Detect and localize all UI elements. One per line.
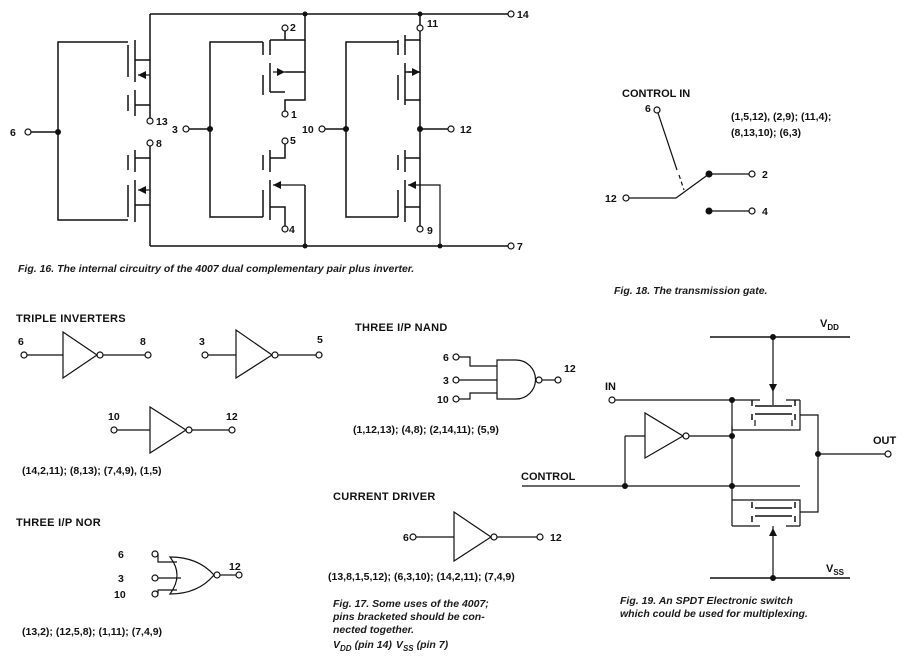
fig18-pin-6-label: 6 <box>645 103 651 115</box>
nand-in3-label: 10 <box>437 394 449 406</box>
fig18-pin-2-label: 2 <box>762 169 768 181</box>
fig16-4007-internal-circuit: 14 7 13 8 6 2 <box>10 9 529 275</box>
fig17-caption-line2: pins bracketed should be con- <box>332 611 485 623</box>
pin-10-label: 10 <box>302 124 314 136</box>
pin-14-label: 14 <box>517 9 529 21</box>
pin-1-label: 1 <box>291 109 297 121</box>
fig18-pin-12-label: 12 <box>605 193 617 205</box>
nand-out-label: 12 <box>564 363 576 375</box>
nor-in1-label: 6 <box>118 549 124 561</box>
driver-pairs: (13,8,1,5,12); (6,3,10); (14,2,11); (7,4… <box>328 571 515 583</box>
fig19-out-label: OUT <box>873 435 897 447</box>
vss-subscript: SS <box>403 644 414 653</box>
pin-13-label: 13 <box>156 116 168 128</box>
vss-pin-note: (pin 7) <box>417 639 449 651</box>
current-driver-buffer: 6 12 <box>403 510 562 563</box>
fig19-caption-line1: Fig. 19. An SPDT Electronic switch <box>620 595 793 607</box>
fig18-transmission-gate: CONTROL IN 6 12 2 4 (1,5,12), (2,9); (11… <box>605 88 831 297</box>
fig19-caption-line2: which could be used for multiplexing. <box>620 608 808 620</box>
driver-in-label: 6 <box>403 532 409 544</box>
nand-pairs: (1,12,13); (4,8); (2,14,11); (5,9) <box>353 424 499 436</box>
triple-inverters-heading: TRIPLE INVERTERS <box>16 313 126 325</box>
nand-heading: THREE I/P NAND <box>355 322 448 334</box>
vdd-symbol: V <box>333 639 341 651</box>
inv-b-out-label: 5 <box>317 334 323 346</box>
vdd-subscript: DD <box>340 644 352 653</box>
driver-out-label: 12 <box>550 532 562 544</box>
pin-5-label: 5 <box>290 135 296 147</box>
pin-11-label: 11 <box>427 18 438 30</box>
fig18-pairs-line2: (8,13,10); (6,3) <box>731 127 801 139</box>
nor-in2-label: 3 <box>118 573 124 585</box>
fig18-pin-4-label: 4 <box>762 206 768 218</box>
fig17-uses-of-4007: TRIPLE INVERTERS 6 8 3 5 10 <box>16 313 576 653</box>
inv-b-in-label: 3 <box>199 336 205 348</box>
fig18-caption: Fig. 18. The transmission gate. <box>614 285 768 297</box>
vdd-pin-note: (pin 14) <box>355 639 393 651</box>
triple-inverters-pairs: (14,2,11); (8,13); (7,4,9), (1,5) <box>22 465 161 477</box>
nand-gate: 6 3 10 12 <box>437 352 576 406</box>
fig19-vss-label: VSS <box>826 563 845 577</box>
fig19-vdd-label: VDD <box>820 318 839 332</box>
pin-8-label: 8 <box>156 138 162 150</box>
inverter-c: 10 12 <box>108 405 238 455</box>
fig19-control-label: CONTROL <box>521 471 576 483</box>
pin-4-label: 4 <box>289 224 295 236</box>
fig17-caption-line3: nected together. <box>333 624 414 636</box>
fig16-caption: Fig. 16. The internal circuitry of the 4… <box>18 263 414 275</box>
inv-c-in-label: 10 <box>108 411 120 423</box>
nand-in2-label: 3 <box>443 375 449 387</box>
inv-c-out-label: 12 <box>226 411 238 423</box>
nor-out-label: 12 <box>229 561 241 573</box>
fig17-caption-line1: Fig. 17. Some uses of the 4007; <box>333 598 489 610</box>
vss-symbol: V <box>396 639 404 651</box>
pin-7-label: 7 <box>517 241 523 253</box>
control-in-label: CONTROL IN <box>622 88 690 100</box>
fig17-vdd-vss-note: VDD(pin 14)VSS(pin 7) <box>333 639 449 653</box>
current-driver-heading: CURRENT DRIVER <box>333 491 436 503</box>
inv-a-in-label: 6 <box>18 336 24 348</box>
pin-3-label: 3 <box>172 124 178 136</box>
pin-12-label: 12 <box>460 124 472 136</box>
fig18-pairs-line1: (1,5,12), (2,9); (11,4); <box>731 111 831 123</box>
fig19-in-label: IN <box>605 381 616 393</box>
nor-heading: THREE I/P NOR <box>16 517 101 529</box>
pin-9-label: 9 <box>427 225 433 237</box>
fig19-spdt-electronic-switch: VDD IN CONTROL VSS <box>521 318 897 620</box>
nor-in3-label: 10 <box>114 589 126 601</box>
nor-pairs: (13,2); (12,5,8); (1,11); (7,4,9) <box>22 626 162 638</box>
pin-2-label: 2 <box>290 22 296 34</box>
nand-in1-label: 6 <box>443 352 449 364</box>
inv-a-out-label: 8 <box>140 336 146 348</box>
inverter-a: 6 8 <box>18 330 152 380</box>
inverter-b: 3 5 <box>199 328 323 380</box>
nor-gate: 6 3 10 12 <box>114 549 243 601</box>
pin-6-label: 6 <box>10 127 16 139</box>
